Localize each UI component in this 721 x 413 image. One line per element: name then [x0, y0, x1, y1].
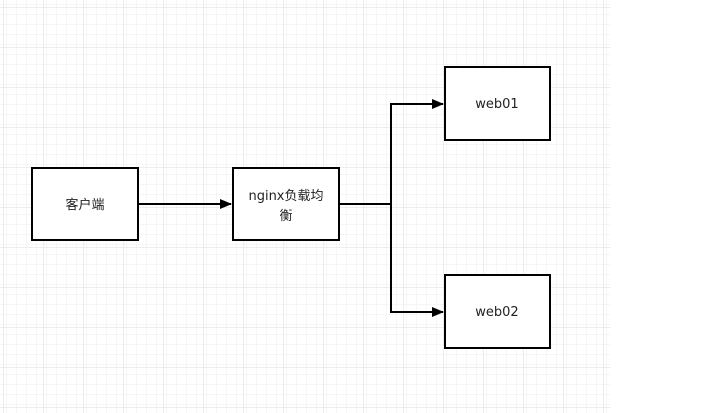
arrow-nginx-to-web02 [390, 204, 444, 317]
node-client-label: 客户端 [65, 197, 104, 213]
node-client-box [31, 167, 139, 241]
node-client[interactable]: 客户端 [31, 167, 139, 241]
node-web02-label: web02 [475, 305, 518, 320]
node-nginx-label-line2: 衡 [279, 209, 292, 224]
node-web02[interactable]: web02 [444, 274, 551, 349]
node-web01-label: web01 [475, 97, 518, 112]
arrow-nginx-to-web01 [390, 99, 444, 204]
node-web02-box [444, 274, 551, 349]
node-nginx-box [232, 167, 340, 241]
node-nginx[interactable]: nginx负载均 衡 [232, 167, 340, 241]
node-nginx-label-line1: nginx负载均 [248, 189, 323, 204]
node-web01-box [444, 66, 551, 141]
node-web01[interactable]: web01 [444, 66, 551, 141]
